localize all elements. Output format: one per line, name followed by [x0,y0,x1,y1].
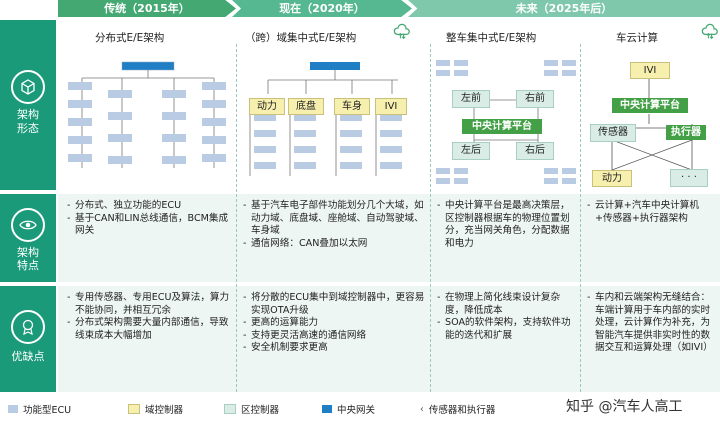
legend-label: 域控制器 [145,405,184,416]
column-divider [430,44,431,392]
pros-cons-item: 车内和云端架构无缝结合：车端计算用于车内部的实时处理，云计算作为补充，为智能汽车… [587,292,716,355]
more-box: · · · [670,169,708,187]
row-label-architecture-features: 架构 特点 [0,194,56,282]
legend-swatch [224,404,236,414]
features-cell-central: 中央计算平台是最高决策层，区控制器根据车的物理位置划分，充当网关角色，分配数据和… [436,200,576,250]
era-banner-traditional: 传统（2015年） [58,0,236,17]
era-banner-future: 未来（2025年后） [408,0,720,17]
zone-box-front-right: 右前 [516,90,554,108]
column-title-domain: （跨）域集中式E/E架构 [245,32,357,44]
central-compute-platform: 中央计算平台 [462,119,542,134]
power-box: 动力 [592,170,632,187]
column-divider [236,44,237,392]
pros-cons-cell-cloud: 车内和云端架构无缝结合：车端计算用于车内部的实时处理，云计算作为补充，为智能汽车… [586,292,716,355]
feature-item: 中央计算平台是最高决策层，区控制器根据车的物理位置划分，充当网关角色，分配数据和… [437,200,576,250]
legend-item-domain: 域控制器 [128,402,183,416]
domain-box-body: 车身 [334,98,370,115]
row-label-architecture-form: 架构 形态 [0,20,56,190]
legend-label: 中央网关 [337,405,376,416]
pros-cons-item: 专用传感器、专用ECU及算法，算力不能协同，并相互冗余 [67,292,232,317]
pros-cons-cell-domain: 将分散的ECU集中到域控制器中，更容易实现OTA升级 更高的运算能力 支持更灵活… [242,292,426,355]
domain-architecture-diagram-lines [249,62,402,176]
legend-swatch [322,405,332,413]
central-architecture-diagram-lines [436,60,576,184]
pros-cons-item: 在物理上简化线束设计复杂度，降低成本 [437,292,576,317]
legend-item-sensor-actuator: ‹ 传感器和执行器 [420,402,496,417]
legend-swatch [128,404,140,414]
features-cell-distributed: 分布式、独立功能的ECU 基于CAN和LIN总线通信，BCM集成网关 [66,200,232,238]
legend-swatch [8,405,18,413]
pros-cons-item: 支持更灵活高速的通信网络 [243,330,426,343]
cube-icon [11,70,45,104]
pros-cons-item: 分布式架构需要大量内部通信，导致线束成本大幅增加 [67,317,232,342]
legend-label: 功能型ECU [23,405,72,416]
features-cell-domain: 基于汽车电子部件功能划分几个大域，如动力域、底盘域、座舱域、自动驾驶域、车身域 … [242,200,426,250]
domain-box-ivi: IVI [375,98,407,115]
features-cell-cloud: 云计算+汽车中央计算机+传感器+执行器架构 [586,200,716,225]
sensor-actuator-icon: ‹ [420,403,424,415]
legend-item-zone: 区控制器 [224,402,279,416]
pros-cons-item: 将分散的ECU集中到域控制器中，更容易实现OTA升级 [243,292,426,317]
column-divider [580,44,581,392]
distributed-architecture-diagram [68,61,226,168]
central-compute-platform: 中央计算平台 [612,98,688,113]
era-banner-present: 现在（2020年） [232,0,412,17]
medal-icon [11,310,45,344]
actuator-box: 执行器 [666,125,706,140]
feature-item: 云计算+汽车中央计算机+传感器+执行器架构 [587,200,716,225]
cloud-upload-icon [393,23,410,40]
legend-item-ecu: 功能型ECU [8,402,71,416]
zone-box-rear-right: 右后 [516,142,554,160]
legend-label: 区控制器 [241,405,280,416]
eye-icon [11,208,45,242]
domain-box-chassis: 底盘 [288,98,324,115]
zone-box-front-left: 左前 [452,90,490,108]
row-label-pros-cons: 优缺点 [0,286,56,392]
feature-item: 基于CAN和LIN总线通信，BCM集成网关 [67,213,232,238]
row-label-text: 架构 形态 [17,108,39,135]
column-title-cloud: 车云计算 [616,32,658,44]
legend-label: 传感器和执行器 [428,405,496,416]
ivi-box: IVI [630,62,670,79]
column-title-distributed: 分布式E/E架构 [95,32,165,44]
zone-box-rear-left: 左后 [452,142,490,160]
column-title-central: 整车集中式E/E架构 [446,32,537,44]
row-label-text: 优缺点 [11,350,45,363]
domain-box-power: 动力 [249,98,285,115]
cloud-upload-icon [701,23,718,40]
row-label-text: 架构 特点 [17,246,39,272]
feature-item: 通信网络：CAN叠加以太网 [243,238,426,251]
pros-cons-cell-central: 在物理上简化线束设计复杂度，降低成本 SOA的软件架构，支持软件功能的迭代和扩展 [436,292,576,342]
pros-cons-item: SOA的软件架构，支持软件功能的迭代和扩展 [437,317,576,342]
pros-cons-item: 更高的运算能力 [243,317,426,330]
watermark: 知乎 @汽车人高工 [566,399,683,415]
legend-item-gateway: 中央网关 [322,402,375,416]
feature-item: 分布式、独立功能的ECU [67,200,232,213]
pros-cons-item: 安全机制要求更高 [243,342,426,355]
pros-cons-cell-distributed: 专用传感器、专用ECU及算法，算力不能协同，并相互冗余 分布式架构需要大量内部通… [66,292,232,342]
sensor-box: 传感器 [590,124,636,142]
feature-item: 基于汽车电子部件功能划分几个大域，如动力域、底盘域、座舱域、自动驾驶域、车身域 [243,200,426,238]
